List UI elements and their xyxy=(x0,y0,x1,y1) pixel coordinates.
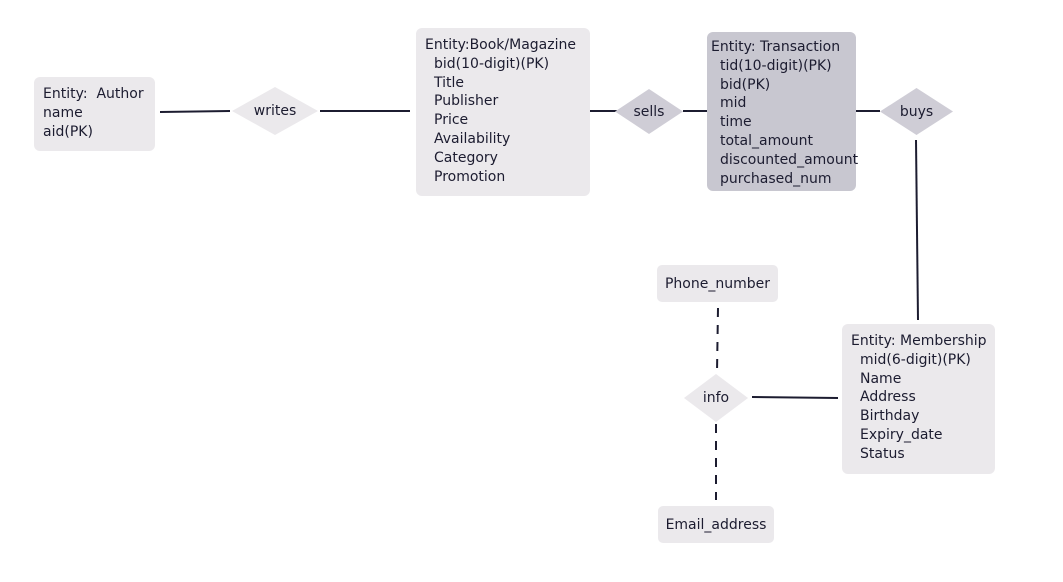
membership-entity-title: Entity: Membership xyxy=(851,333,987,349)
buys-label: buys xyxy=(899,103,934,120)
membership-entity: Entity: Membership mid(6-digit)(PK) Name… xyxy=(842,324,995,474)
author-writes-line xyxy=(159,110,231,113)
phone-number-label: Phone_number xyxy=(664,275,770,292)
author-entity: Entity: Author name aid(PK) xyxy=(34,77,155,151)
author-entity-title: Entity: Author xyxy=(43,86,144,102)
writes-relationship: writes xyxy=(232,87,318,135)
transaction-attribute: mid xyxy=(720,95,747,112)
sells-label: sells xyxy=(633,103,665,120)
transaction-attribute: purchased_num xyxy=(720,170,832,187)
info-label: info xyxy=(702,390,730,406)
membership-attribute: Birthday xyxy=(860,408,920,425)
membership-attribute: mid(6-digit)(PK) xyxy=(860,351,971,368)
writes-label: writes xyxy=(253,103,297,119)
info-membership-line xyxy=(751,396,839,399)
book-attribute: bid(10-digit)(PK) xyxy=(434,55,550,72)
book-attribute: Price xyxy=(434,112,469,129)
transaction-entity-title: Entity: Transaction xyxy=(711,39,841,55)
transaction-entity: Entity: Transaction tid(10-digit)(PK) bi… xyxy=(707,32,859,191)
buys-membership-line xyxy=(915,139,919,321)
book-attribute: Category xyxy=(434,149,498,166)
info-relationship: info xyxy=(684,374,748,422)
transaction-attribute: tid(10-digit)(PK) xyxy=(720,57,832,74)
buys-diamond-shape xyxy=(880,88,953,135)
book-attribute: Promotion xyxy=(434,168,506,185)
membership-attribute: Expiry_date xyxy=(860,426,943,443)
transaction-attribute: discounted_amount xyxy=(720,151,859,168)
info-diamond-shape xyxy=(684,374,748,422)
phone-info-dashed-line xyxy=(716,307,719,373)
book-entity-title: Entity:Book/Magazine xyxy=(425,37,576,53)
author-attribute: name xyxy=(43,104,83,121)
membership-attribute: Address xyxy=(860,389,916,406)
membership-attribute: Name xyxy=(860,370,902,387)
book-entity: Entity:Book/Magazine bid(10-digit)(PK) T… xyxy=(416,28,590,196)
sells-diamond-shape xyxy=(615,89,683,134)
transaction-attribute: time xyxy=(720,114,752,131)
writes-diamond-shape xyxy=(232,87,318,135)
author-attribute: aid(PK) xyxy=(43,123,93,140)
transaction-attribute: total_amount xyxy=(720,132,814,149)
book-attribute: Title xyxy=(434,74,465,91)
buys-relationship: buys xyxy=(880,88,953,135)
membership-attribute: Status xyxy=(860,445,905,462)
email-address-attribute: Email_address xyxy=(658,506,774,543)
book-attribute: Availability xyxy=(434,130,511,147)
transaction-attribute: bid(PK) xyxy=(720,76,771,93)
email-address-label: Email_address xyxy=(665,516,767,533)
phone-number-attribute: Phone_number xyxy=(657,265,778,302)
sells-relationship: sells xyxy=(615,89,683,134)
book-attribute: Publisher xyxy=(434,93,499,110)
